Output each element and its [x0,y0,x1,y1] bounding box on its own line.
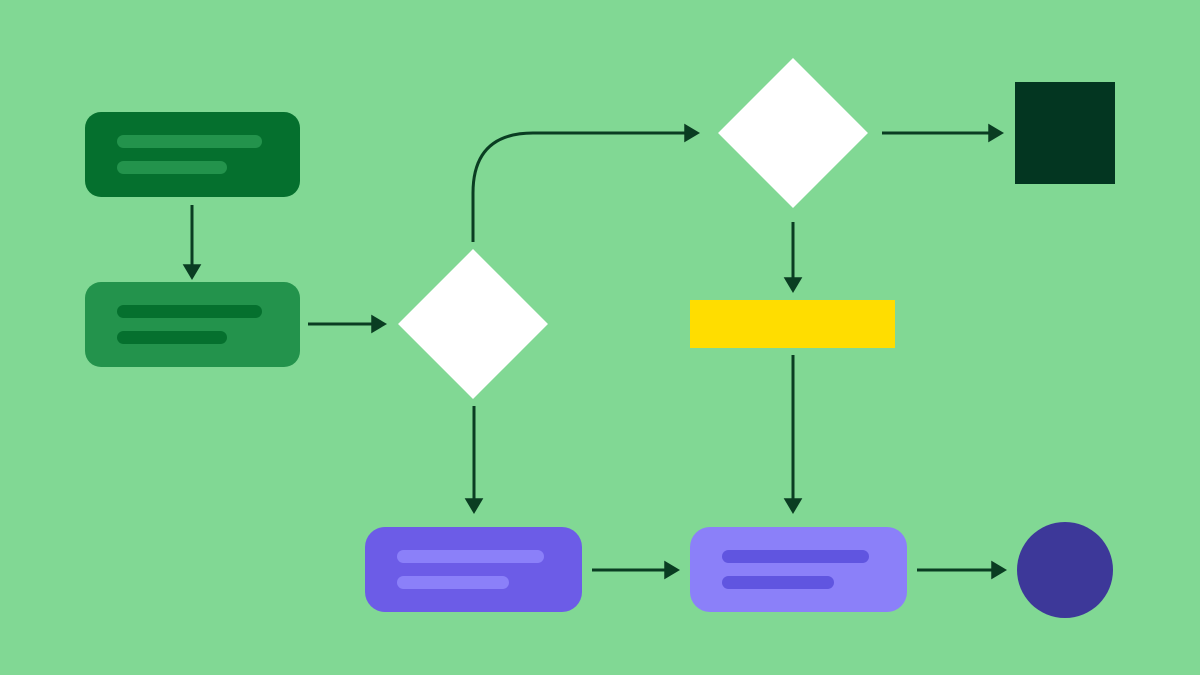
text-placeholder-bar [397,576,509,589]
arrowhead-icon [783,498,803,514]
upper-decision-to-highlight-bar [783,222,803,293]
arrowhead-icon [991,560,1007,580]
start-process-card[interactable] [85,112,300,197]
text-placeholder-bar [722,576,834,589]
left-output-card[interactable] [365,527,582,612]
highlight-bar-to-right-output [783,355,803,514]
end-circle[interactable] [1017,522,1113,618]
right-output-to-end-circle [917,560,1007,580]
arrowhead-icon [783,277,803,293]
highlight-yellow-bar[interactable] [690,300,895,348]
second-process-card[interactable] [85,282,300,367]
left-output-to-right-output [592,560,680,580]
terminal-dark-square[interactable] [1015,82,1115,184]
lower-decision-diamond[interactable] [398,249,548,399]
lower-decision-to-left-output [464,406,484,514]
arrowhead-icon [988,123,1004,143]
arrowhead-icon [182,264,202,280]
text-placeholder-bar [117,135,262,148]
arrowhead-icon [464,498,484,514]
text-placeholder-bar [722,550,869,563]
arrowhead-icon [664,560,680,580]
upper-decision-diamond[interactable] [718,58,868,208]
lower-decision-to-upper-decision [471,123,700,242]
start-to-second [182,205,202,280]
arrowhead-icon [684,123,700,143]
second-to-lower-decision [308,314,387,334]
text-placeholder-bar [397,550,544,563]
upper-decision-to-terminal-square [882,123,1004,143]
arrowhead-icon [371,314,387,334]
right-output-card[interactable] [690,527,907,612]
edge-line [471,131,686,242]
text-placeholder-bar [117,331,227,344]
text-placeholder-bar [117,305,262,318]
text-placeholder-bar [117,161,227,174]
